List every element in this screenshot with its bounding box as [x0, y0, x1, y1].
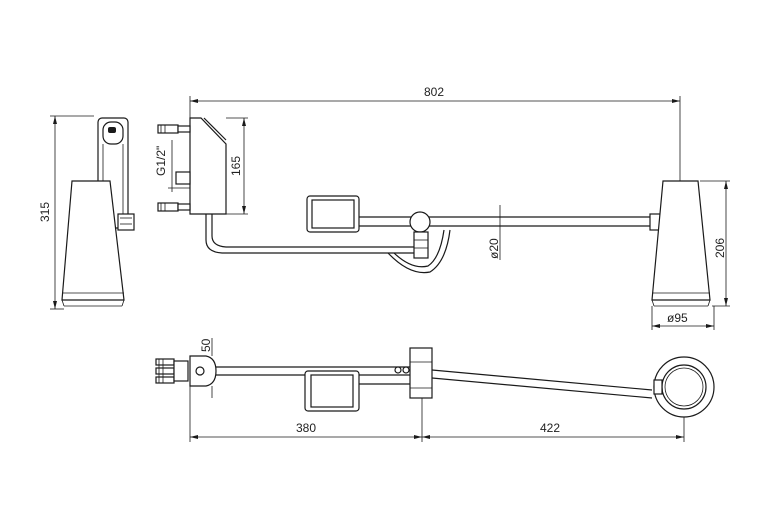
- dim-diameter-95: ø95: [667, 311, 688, 325]
- front-view: [157, 96, 730, 330]
- dim-height-206: 206: [713, 238, 727, 258]
- dim-length-380: 380: [296, 421, 316, 435]
- dim-height-315: 315: [38, 202, 52, 222]
- wall-fittings-top: [157, 124, 191, 212]
- dim-height-165: 165: [229, 156, 243, 176]
- plan-view: [155, 338, 715, 442]
- dim-overall-802: 802: [424, 85, 444, 99]
- dim-diameter-20: ø20: [487, 238, 501, 259]
- dim-offset-50: 50: [199, 338, 213, 352]
- side-view-left: [50, 115, 135, 310]
- dim-length-422: 422: [540, 421, 560, 435]
- dim-thread-g12: G1/2": [154, 146, 168, 176]
